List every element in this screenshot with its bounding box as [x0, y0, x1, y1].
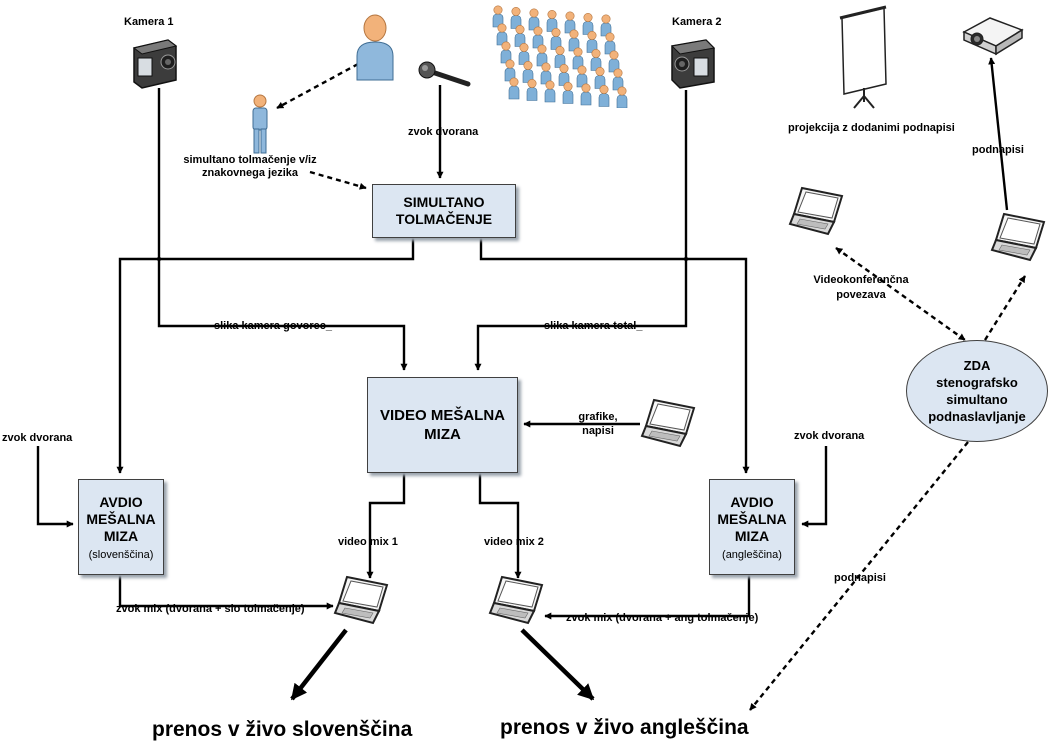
- subtitles-top-label: podnapisi: [972, 144, 1024, 156]
- audio-mixer-ang-title: AVDIO MEŠALNA MIZA: [717, 493, 787, 544]
- stream-ang-arrow: [520, 628, 595, 701]
- audience-person: [576, 65, 588, 88]
- signer-icon: [252, 94, 268, 154]
- audience-icon: [492, 5, 628, 108]
- audio-mixer-slo-language: (slovenščina): [88, 548, 154, 561]
- audience-person: [510, 7, 522, 29]
- audience-person: [564, 11, 576, 34]
- signer-to-interpretation-line: [309, 170, 367, 190]
- projector-icon: [962, 17, 1024, 56]
- subtitle-to-projector-line: [988, 57, 1009, 211]
- audio-mixer-ang-language: (angleščina): [722, 548, 782, 561]
- audience-person: [518, 42, 530, 65]
- audience-person: [572, 47, 584, 70]
- audio-slo-mix-line: [118, 574, 334, 610]
- laptop-icon: [788, 186, 844, 236]
- audience-person: [612, 68, 624, 91]
- interp-to-audio-ang-line: [479, 238, 750, 474]
- laptop-icon: [640, 398, 696, 448]
- person-icon: [356, 14, 394, 81]
- camera2-feed-line: [474, 90, 688, 371]
- hall-audio-right-label: zvok dvorana: [794, 430, 865, 442]
- audio-mix-ang-label: zvok mix (dvorana + ang tolmačenje): [566, 612, 759, 624]
- audience-person: [562, 82, 574, 104]
- hall-audio-left-line: [36, 446, 74, 528]
- hall-audio-left-label: zvok dvorana: [2, 432, 73, 444]
- audience-person: [594, 66, 606, 89]
- audience-person: [540, 62, 552, 85]
- audience-person: [550, 27, 562, 50]
- audience-person: [608, 50, 620, 73]
- audio-mixer-slo-box: AVDIO MEŠALNA MIZA (slovenščina): [78, 479, 164, 575]
- hall-audio-right-line: [801, 446, 828, 528]
- camera-speaker-label: slika kamera govorec_: [214, 320, 333, 332]
- audience-person: [500, 41, 512, 64]
- videoconference-label: Videokonferenčna povezava: [813, 274, 909, 301]
- audience-person: [616, 86, 628, 108]
- interp-to-audio-slo-line: [116, 238, 415, 474]
- video-mixer-title: VIDEO MEŠALNA MIZA: [379, 407, 505, 443]
- interpreter-to-signer-line: [276, 62, 359, 110]
- video-mix1-line: [366, 473, 406, 579]
- audience-person: [522, 60, 534, 83]
- audience-person: [558, 63, 570, 86]
- graphics-label: grafike, napisi: [578, 411, 618, 437]
- audience-person: [600, 14, 612, 37]
- stream-slo-arrow: [290, 628, 348, 701]
- laptop-icon: [488, 575, 544, 625]
- camera-total-label: slika kamera total_: [544, 320, 643, 332]
- audio-ang-mix-line: [544, 574, 751, 620]
- audience-person: [532, 26, 544, 49]
- camera1-feed-line: [157, 88, 408, 371]
- audience-crowd: [492, 5, 628, 108]
- projection-label: projekcija z dodanimi podnapisi: [788, 122, 955, 134]
- laptop-icon: [333, 575, 389, 625]
- output-slo-title: prenos v živo slovenščina: [152, 718, 413, 741]
- laptop-icon: [990, 212, 1046, 262]
- microphone-icon: [418, 61, 471, 87]
- audience-person: [496, 23, 508, 46]
- audience-person: [582, 13, 594, 35]
- audience-person: [554, 45, 566, 68]
- audience-person: [514, 24, 526, 47]
- zda-stenography-ellipse: ZDA stenografsko simultano podnaslavljan…: [906, 340, 1048, 442]
- audience-person: [568, 29, 580, 52]
- video-mix2-line: [478, 473, 522, 579]
- audience-person: [544, 80, 556, 103]
- audio-mixer-ang-box: AVDIO MEŠALNA MIZA (angleščina): [709, 479, 795, 575]
- audience-person: [590, 48, 602, 71]
- video-mix1-label: video mix 1: [338, 536, 398, 548]
- audience-person: [580, 83, 592, 106]
- audio-mixer-slo-title: AVDIO MEŠALNA MIZA: [86, 493, 156, 544]
- audience-person: [508, 77, 520, 100]
- audio-mix-slo-label: zvok mix (dvorana + slo tolmačenje): [116, 603, 305, 615]
- audience-person: [546, 10, 558, 32]
- simultaneous-interpretation-box: SIMULTANO TOLMAČENJE: [372, 184, 516, 238]
- audience-person: [528, 8, 540, 31]
- audience-person: [598, 85, 610, 107]
- hall-audio-top-label: zvok dvorana: [408, 126, 479, 138]
- projection-screen-icon: [839, 5, 887, 109]
- audience-person: [526, 79, 538, 101]
- audience-person: [492, 5, 504, 28]
- simultaneous-interpretation-title: SIMULTANO TOLMAČENJE: [395, 194, 493, 227]
- camera-icon: [132, 39, 178, 89]
- audience-person: [504, 59, 516, 82]
- output-ang-title: prenos v živo angleščina: [500, 716, 749, 739]
- camera1-label: Kamera 1: [124, 16, 174, 28]
- video-mix2-label: video mix 2: [484, 536, 544, 548]
- audience-person: [586, 30, 598, 53]
- sign-interpretation-label: simultano tolmačenje v/iz znakovnega jez…: [183, 154, 317, 179]
- zda-to-output-line: [749, 441, 969, 711]
- camera-icon: [670, 39, 716, 89]
- audience-person: [604, 32, 616, 55]
- video-mixer-box: VIDEO MEŠALNA MIZA: [367, 377, 518, 473]
- audience-person: [536, 44, 548, 67]
- zda-to-laptop-line: [983, 275, 1027, 341]
- camera2-label: Kamera 2: [672, 16, 722, 28]
- subtitles-bottom-label: podnapisi: [834, 572, 886, 584]
